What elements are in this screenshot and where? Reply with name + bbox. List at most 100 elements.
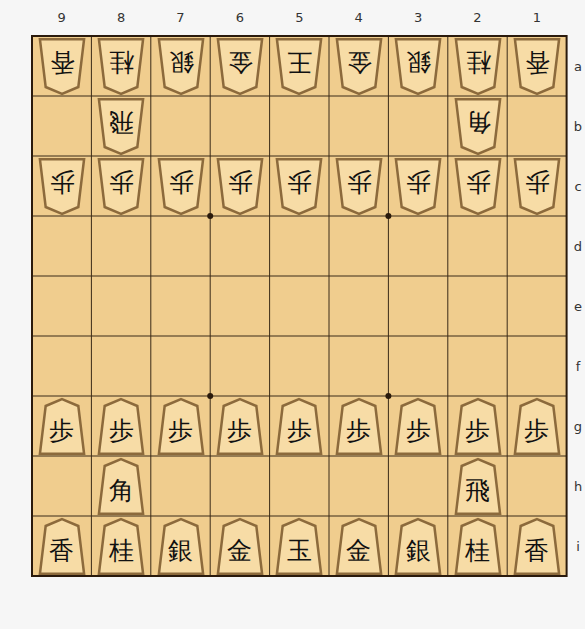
shogi-piece: 桂 (454, 38, 502, 95)
piece-shape (515, 399, 559, 454)
piece-name: 香 (49, 530, 74, 563)
board-frame (32, 36, 567, 576)
piece-shape (99, 399, 143, 454)
piece-name: 角 (465, 110, 490, 143)
piece-shape (515, 519, 559, 574)
shogi-piece: 銀 (157, 38, 205, 95)
piece-name: 歩 (287, 410, 312, 443)
piece-name: 飛 (109, 110, 134, 143)
shogi-piece: 歩 (157, 398, 205, 455)
piece-name: 銀 (168, 530, 193, 563)
rank-letter: b (574, 120, 582, 133)
piece-shape (40, 399, 84, 454)
shogi-piece: 飛 (97, 98, 145, 155)
shogi-piece: 歩 (275, 398, 323, 455)
piece-shape (337, 39, 381, 94)
piece-name: 歩 (227, 170, 252, 203)
piece-name: 桂 (465, 530, 490, 563)
piece-name: 玉 (287, 530, 312, 563)
piece-name: 歩 (346, 170, 371, 203)
shogi-piece: 桂 (97, 518, 145, 575)
piece-name: 王 (287, 50, 312, 83)
shogi-piece: 香 (513, 38, 561, 95)
shogi-piece: 銀 (157, 518, 205, 575)
shogi-piece: 歩 (216, 158, 264, 215)
rank-letter: a (574, 60, 582, 73)
shogi-piece: 歩 (454, 158, 502, 215)
piece-shape (99, 99, 143, 154)
board-grid (32, 36, 567, 576)
piece-shape (218, 159, 262, 214)
shogi-piece: 銀 (394, 518, 442, 575)
piece-shape (277, 399, 321, 454)
rank-letter: c (574, 180, 581, 193)
star-point (207, 213, 213, 219)
piece-name: 歩 (287, 170, 312, 203)
piece-name: 歩 (465, 410, 490, 443)
piece-name: 桂 (465, 50, 490, 83)
piece-shape (218, 399, 262, 454)
shogi-piece: 玉 (275, 518, 323, 575)
piece-name: 歩 (168, 410, 193, 443)
piece-name: 金 (227, 50, 252, 83)
piece-name: 歩 (346, 410, 371, 443)
shogi-piece: 金 (335, 518, 383, 575)
shogi-piece: 銀 (394, 38, 442, 95)
shogi-piece: 香 (513, 518, 561, 575)
shogi-piece: 金 (216, 518, 264, 575)
shogi-piece: 歩 (97, 398, 145, 455)
piece-name: 歩 (49, 170, 74, 203)
piece-name: 桂 (109, 50, 134, 83)
piece-shape (158, 399, 202, 454)
shogi-piece: 歩 (513, 158, 561, 215)
piece-shape (515, 159, 559, 214)
file-number: 8 (117, 11, 125, 24)
piece-name: 金 (346, 530, 371, 563)
piece-name: 歩 (524, 410, 549, 443)
piece-shape (40, 39, 84, 94)
piece-shape (277, 39, 321, 94)
piece-name: 金 (346, 50, 371, 83)
piece-shape (396, 159, 440, 214)
piece-shape (455, 99, 499, 154)
shogi-piece: 歩 (513, 398, 561, 455)
piece-name: 角 (109, 470, 134, 503)
piece-name: 歩 (524, 170, 549, 203)
piece-shape (99, 159, 143, 214)
piece-shape (40, 159, 84, 214)
shogi-piece: 王 (275, 38, 323, 95)
file-number: 9 (58, 11, 66, 24)
shogi-piece: 歩 (216, 398, 264, 455)
file-number: 5 (295, 11, 303, 24)
shogi-piece: 歩 (335, 158, 383, 215)
rank-letter: g (574, 420, 582, 433)
shogi-piece: 角 (97, 458, 145, 515)
piece-name: 飛 (465, 470, 490, 503)
piece-shape (277, 519, 321, 574)
piece-name: 歩 (49, 410, 74, 443)
piece-shape (158, 39, 202, 94)
piece-shape (455, 39, 499, 94)
piece-name: 歩 (109, 170, 134, 203)
piece-shape (455, 459, 499, 514)
board-wood (32, 36, 567, 576)
rank-letter: e (574, 300, 582, 313)
piece-shape (455, 519, 499, 574)
star-point (385, 393, 391, 399)
shogi-piece: 歩 (275, 158, 323, 215)
piece-name: 銀 (406, 50, 431, 83)
shogi-piece: 歩 (97, 158, 145, 215)
shogi-piece: 歩 (157, 158, 205, 215)
piece-name: 桂 (109, 530, 134, 563)
piece-shape (158, 519, 202, 574)
file-number: 7 (176, 11, 184, 24)
file-number: 4 (355, 11, 363, 24)
star-point (207, 393, 213, 399)
piece-name: 歩 (406, 170, 431, 203)
file-number: 2 (473, 11, 481, 24)
shogi-piece: 香 (38, 518, 86, 575)
shogi-piece: 歩 (394, 398, 442, 455)
piece-shape (396, 39, 440, 94)
piece-shape (337, 519, 381, 574)
shogi-piece: 金 (216, 38, 264, 95)
